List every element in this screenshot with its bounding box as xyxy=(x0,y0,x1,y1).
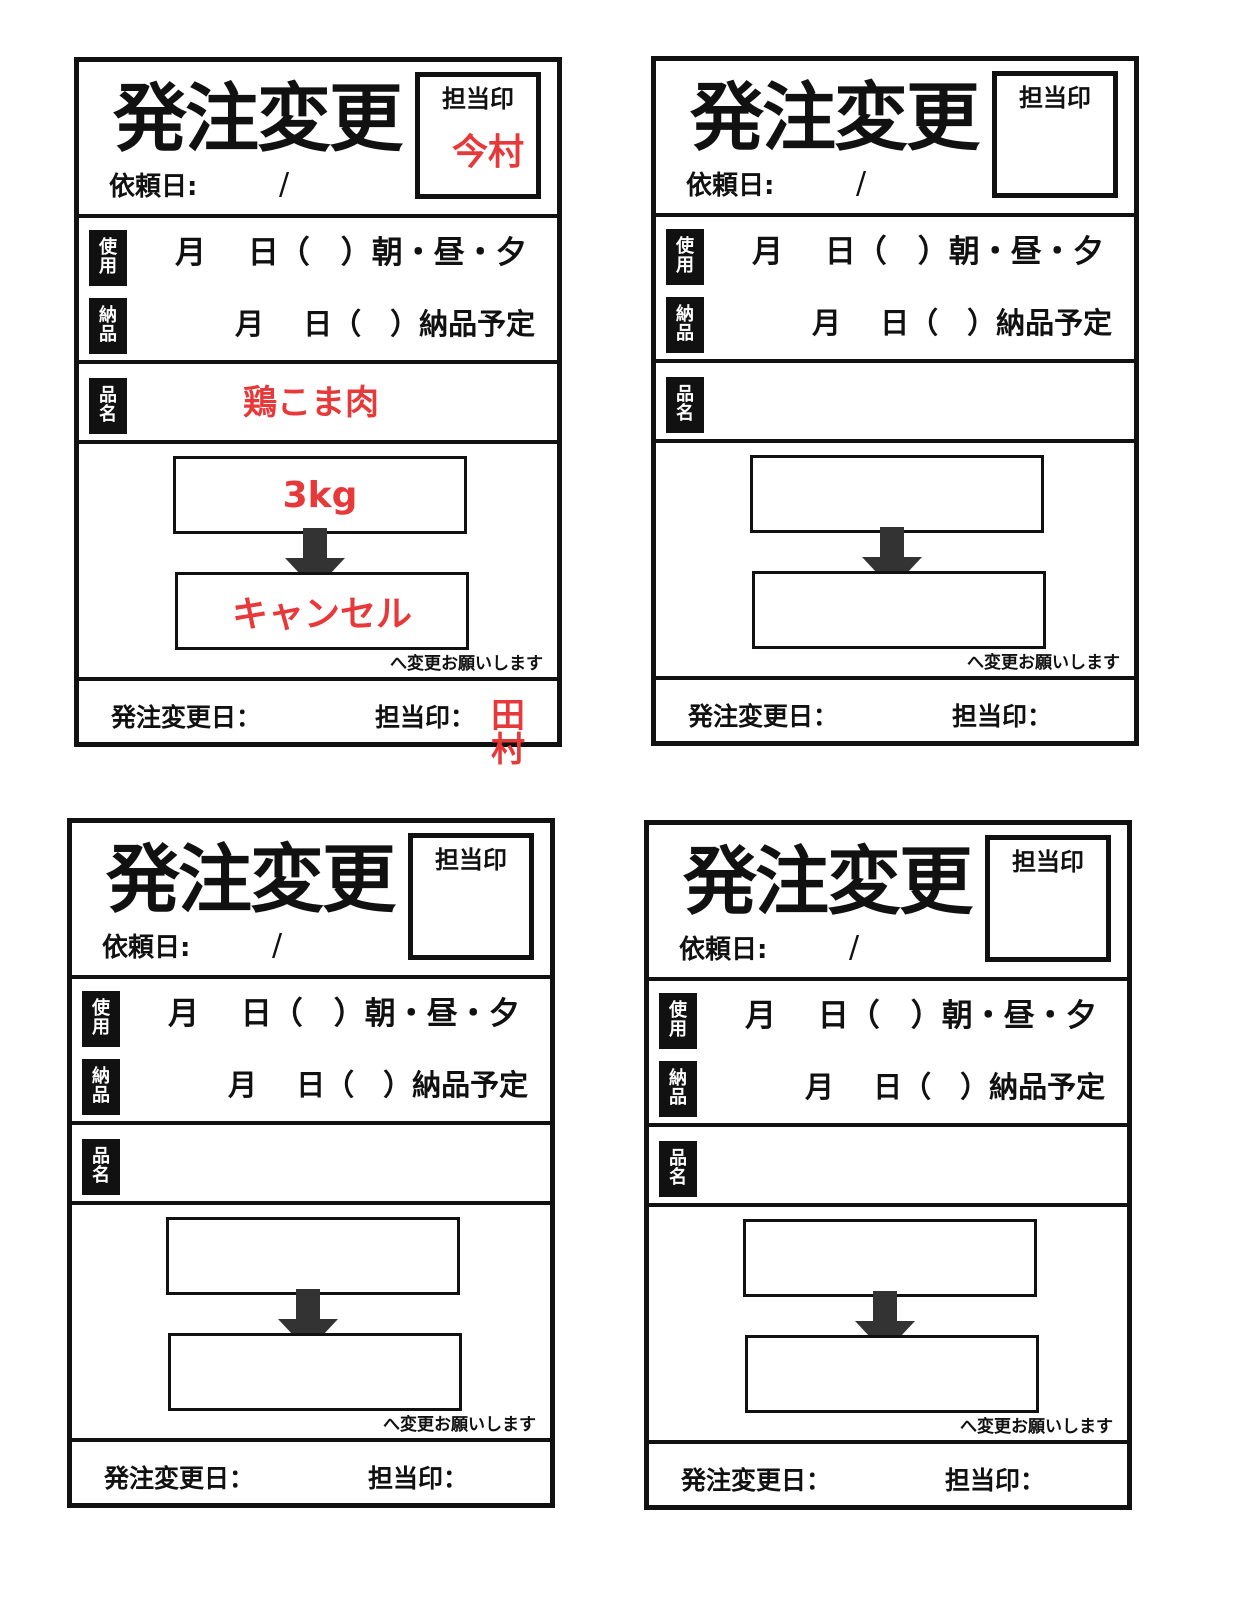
usage-date-row: 月 日（ ）朝・昼・夕 xyxy=(175,235,527,271)
change-date-label: 発注変更日： xyxy=(688,702,839,731)
stamp-box[interactable]: 担当印 xyxy=(985,835,1111,962)
request-date-slash: / xyxy=(272,928,283,963)
stamp-box[interactable]: 担当印 xyxy=(992,71,1118,198)
card-title: 発注変更 xyxy=(113,76,403,162)
divider xyxy=(79,677,557,681)
stamp-box[interactable]: 担当印 xyxy=(408,833,534,960)
divider xyxy=(72,1121,550,1125)
stamp-label: 担当印 xyxy=(1012,848,1084,876)
usage-tag: 使用 xyxy=(89,230,127,286)
change-to-box[interactable] xyxy=(168,1333,462,1411)
usage-date-row: 月 日（ ）朝・昼・夕 xyxy=(752,234,1104,270)
stamp-label: 担当印 xyxy=(442,85,514,113)
request-date-label: 依頼日: xyxy=(102,933,191,963)
change-date-label: 発注変更日： xyxy=(681,1466,832,1495)
divider xyxy=(72,975,550,979)
divider xyxy=(656,213,1134,217)
delivery-tag: 納品 xyxy=(82,1059,120,1115)
item-name-tag: 品名 xyxy=(82,1139,120,1195)
stamp-value: 今村 xyxy=(451,132,524,173)
footer-stamp-label: 担当印： xyxy=(375,703,476,732)
card-title: 発注変更 xyxy=(683,839,973,925)
divider xyxy=(72,1201,550,1205)
footer-stamp-value: 田村 xyxy=(491,696,525,770)
footer-stamp-label: 担当印： xyxy=(368,1464,469,1493)
divider xyxy=(72,1438,550,1442)
footer-stamp-label: 担当印： xyxy=(952,702,1053,731)
item-name-tag: 品名 xyxy=(89,378,127,434)
delivery-tag: 納品 xyxy=(659,1061,697,1117)
divider xyxy=(649,1203,1127,1207)
change-request-note: へ変更お願いします xyxy=(383,1415,536,1435)
divider xyxy=(649,1440,1127,1444)
change-from-box[interactable]: 3kg xyxy=(173,456,467,534)
stamp-label: 担当印 xyxy=(1019,84,1091,112)
order-change-card-1: 発注変更 依頼日: / 担当印 今村 使用 月 日（ ）朝・昼・夕 納品 月 日… xyxy=(74,57,562,767)
delivery-tag: 納品 xyxy=(666,297,704,353)
usage-tag: 使用 xyxy=(659,993,697,1049)
usage-tag: 使用 xyxy=(82,991,120,1047)
request-date-slash: / xyxy=(849,930,860,965)
footer-stamp-label: 担当印： xyxy=(945,1466,1046,1495)
divider xyxy=(656,359,1134,363)
stamp-label: 担当印 xyxy=(435,846,507,874)
order-change-card-4: 発注変更 依頼日: / 担当印 使用 月 日（ ）朝・昼・夕 納品 月 日（ ）… xyxy=(644,820,1132,1510)
item-name-tag: 品名 xyxy=(659,1141,697,1197)
divider xyxy=(79,214,557,218)
order-change-card-2: 発注変更 依頼日: / 担当印 使用 月 日（ ）朝・昼・夕 納品 月 日（ ）… xyxy=(651,56,1139,746)
card-title: 発注変更 xyxy=(106,837,396,923)
stamp-box[interactable]: 担当印 今村 xyxy=(415,72,541,199)
divider xyxy=(656,676,1134,680)
card-title: 発注変更 xyxy=(690,75,980,161)
delivery-date-row: 月 日（ ）納品予定 xyxy=(812,306,1113,340)
usage-date-row: 月 日（ ）朝・昼・夕 xyxy=(168,996,520,1032)
change-date-label: 発注変更日： xyxy=(111,703,262,732)
delivery-tag: 納品 xyxy=(89,298,127,354)
change-request-note: へ変更お願いします xyxy=(960,1417,1113,1437)
item-name-tag: 品名 xyxy=(666,377,704,433)
order-change-card-3: 発注変更 依頼日: / 担当印 使用 月 日（ ）朝・昼・夕 納品 月 日（ ）… xyxy=(67,818,555,1508)
request-date-slash: / xyxy=(856,166,867,201)
divider xyxy=(656,439,1134,443)
divider xyxy=(79,440,557,444)
delivery-date-row: 月 日（ ）納品予定 xyxy=(805,1070,1106,1104)
change-request-note: へ変更お願いします xyxy=(967,653,1120,673)
change-to-box[interactable] xyxy=(745,1335,1039,1413)
usage-tag: 使用 xyxy=(666,229,704,285)
delivery-date-row: 月 日（ ）納品予定 xyxy=(228,1068,529,1102)
request-date-label: 依頼日: xyxy=(679,935,768,965)
change-from-box[interactable] xyxy=(166,1217,460,1295)
delivery-date-row: 月 日（ ）納品予定 xyxy=(235,307,536,341)
request-date-slash: / xyxy=(279,167,290,202)
change-request-note: へ変更お願いします xyxy=(390,654,543,674)
request-date-label: 依頼日: xyxy=(109,172,198,202)
request-date-label: 依頼日: xyxy=(686,171,775,201)
change-from-box[interactable] xyxy=(743,1219,1037,1297)
divider xyxy=(79,360,557,364)
change-to-box[interactable] xyxy=(752,571,1046,649)
change-date-label: 発注変更日： xyxy=(104,1464,255,1493)
change-from-box[interactable] xyxy=(750,455,1044,533)
divider xyxy=(649,977,1127,981)
divider xyxy=(649,1123,1127,1127)
change-to-box[interactable]: キャンセル xyxy=(175,572,469,650)
usage-date-row: 月 日（ ）朝・昼・夕 xyxy=(745,998,1097,1034)
item-name-value: 鶏こま肉 xyxy=(243,383,379,423)
